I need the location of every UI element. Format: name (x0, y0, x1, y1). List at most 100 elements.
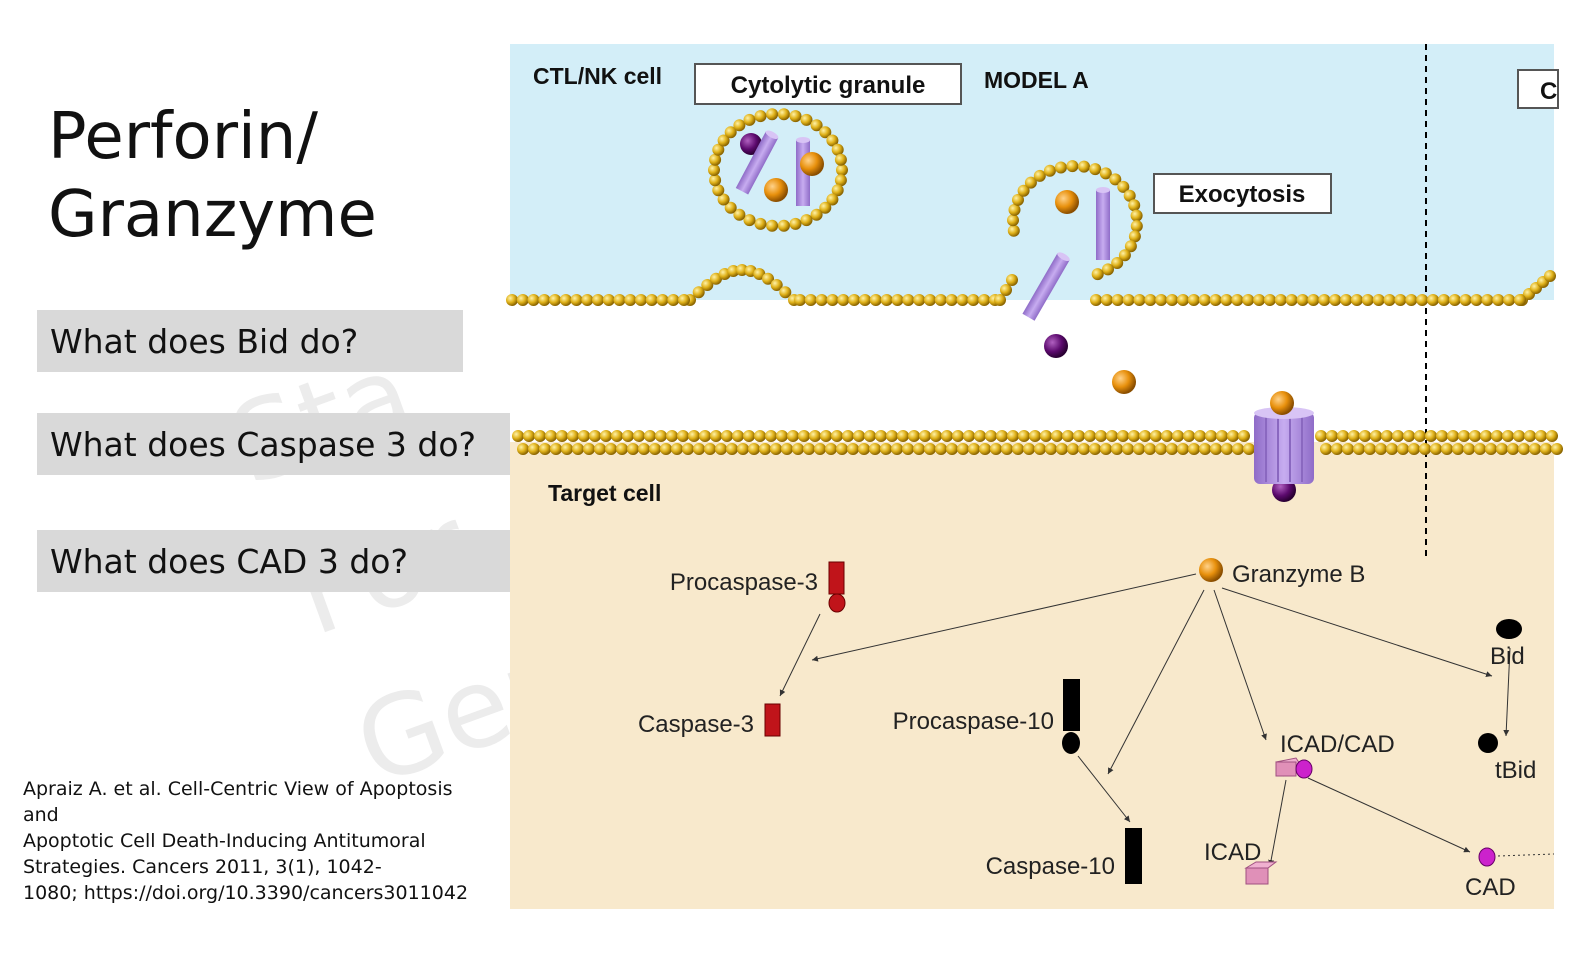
granzyme-cylinder (1096, 187, 1110, 260)
membrane-bead (556, 430, 568, 442)
membrane-bead (994, 294, 1006, 306)
icad-shape (1244, 861, 1278, 885)
membrane-bead (831, 184, 844, 197)
caspase10-label: Caspase-10 (986, 853, 1115, 880)
membrane-bead (1054, 161, 1067, 174)
procaspase3-shape (828, 561, 845, 595)
membrane-bead (781, 443, 793, 455)
granzyme-b-molecule (1112, 370, 1136, 394)
membrane-bead (743, 113, 756, 126)
question-caspase3: What does Caspase 3 do? (37, 413, 515, 475)
membrane-bead (1425, 430, 1437, 442)
membrane-bead (1150, 430, 1162, 442)
membrane-bead (1496, 443, 1508, 455)
membrane-bead (804, 294, 817, 306)
membrane-bead (847, 443, 859, 455)
membrane-bead (902, 294, 915, 306)
membrane-bead (1307, 294, 1320, 306)
membrane-bead (1117, 180, 1130, 193)
membrane-bead (1122, 443, 1134, 455)
membrane-bead (770, 443, 782, 455)
membrane-bead (1359, 430, 1371, 442)
membrane-bead (1111, 257, 1124, 269)
membrane-bead (1139, 430, 1151, 442)
membrane-bead (660, 443, 672, 455)
membrane-bead (512, 430, 524, 442)
target-cell-region (510, 442, 1554, 909)
membrane-bead (1144, 294, 1157, 306)
membrane-bead (1123, 189, 1136, 202)
membrane-bead (534, 430, 546, 442)
membrane-bead (880, 443, 892, 455)
membrane-bead (733, 119, 746, 132)
membrane-bead (869, 294, 882, 306)
target-cell-label: Target cell (548, 480, 661, 506)
membrane-bead (891, 294, 904, 306)
membrane-bead (1007, 214, 1019, 227)
membrane-bead (545, 430, 557, 442)
membrane-bead (826, 294, 839, 306)
membrane-bead (1524, 430, 1536, 442)
membrane-bead (842, 430, 854, 442)
membrane-bead (1331, 443, 1343, 455)
membrane-bead (710, 430, 722, 442)
membrane-bead (814, 443, 826, 455)
membrane-bead (831, 430, 843, 442)
membrane-bead (1419, 443, 1431, 455)
membrane-bead (810, 208, 823, 221)
membrane-bead (1128, 230, 1141, 243)
membrane-bead (708, 164, 720, 176)
membrane-bead (712, 143, 725, 156)
membrane-bead (1089, 443, 1101, 455)
membrane-bead (1144, 443, 1156, 455)
membrane-bead (945, 294, 958, 306)
membrane-bead (1033, 169, 1046, 182)
membrane-bead (963, 430, 975, 442)
membrane-bead (1507, 443, 1519, 455)
slide-title-line: Perforin/ (48, 100, 318, 174)
membrane-bead (1546, 430, 1558, 442)
membrane-bead (913, 294, 926, 306)
membrane-bead (1529, 443, 1541, 455)
membrane-bead (704, 443, 716, 455)
membrane-bead (826, 134, 839, 147)
cytolytic-granule-label: Cytolytic granule (731, 72, 926, 99)
membrane-bead (1205, 430, 1217, 442)
membrane-bead (624, 294, 637, 306)
membrane-bead (1296, 294, 1309, 306)
membrane-bead (649, 443, 661, 455)
membrane-bead (1155, 443, 1167, 455)
membrane-bead (1102, 263, 1114, 276)
membrane-bead (724, 201, 737, 214)
membrane-bead (1326, 430, 1338, 442)
membrane-bead (1056, 443, 1068, 455)
membrane-bead (815, 294, 828, 306)
membrane-bead (1089, 163, 1102, 176)
membrane-bead (985, 430, 997, 442)
granzyme-b-molecule (1270, 391, 1294, 415)
membrane-bead (1350, 294, 1363, 306)
membrane-bead (766, 108, 779, 121)
membrane-bead (1394, 294, 1407, 306)
granzyme-b-molecule (764, 178, 788, 202)
caspase3-label: Caspase-3 (638, 711, 754, 738)
membrane-bead (787, 430, 799, 442)
membrane-bead (1340, 294, 1353, 306)
membrane-bead (1441, 443, 1453, 455)
membrane-bead (974, 430, 986, 442)
membrane-bead (506, 294, 518, 306)
membrane-bead (1232, 443, 1244, 455)
membrane-bead (638, 443, 650, 455)
membrane-bead (1458, 430, 1470, 442)
membrane-bead (527, 294, 540, 306)
granzyme-cylinder (735, 130, 779, 195)
membrane-bead (523, 430, 535, 442)
membrane-bead (688, 430, 700, 442)
reference-citation: Apraiz A. et al. Cell-Centric View of Ap… (23, 776, 493, 906)
reference-line: Apoptotic Cell Death-Inducing Antitumora… (23, 830, 426, 852)
membrane-bead (578, 430, 590, 442)
reference-line: Apraiz A. et al. Cell-Centric View of Ap… (23, 778, 453, 826)
perforin-pore (1254, 391, 1314, 502)
membrane-bead (837, 294, 850, 306)
